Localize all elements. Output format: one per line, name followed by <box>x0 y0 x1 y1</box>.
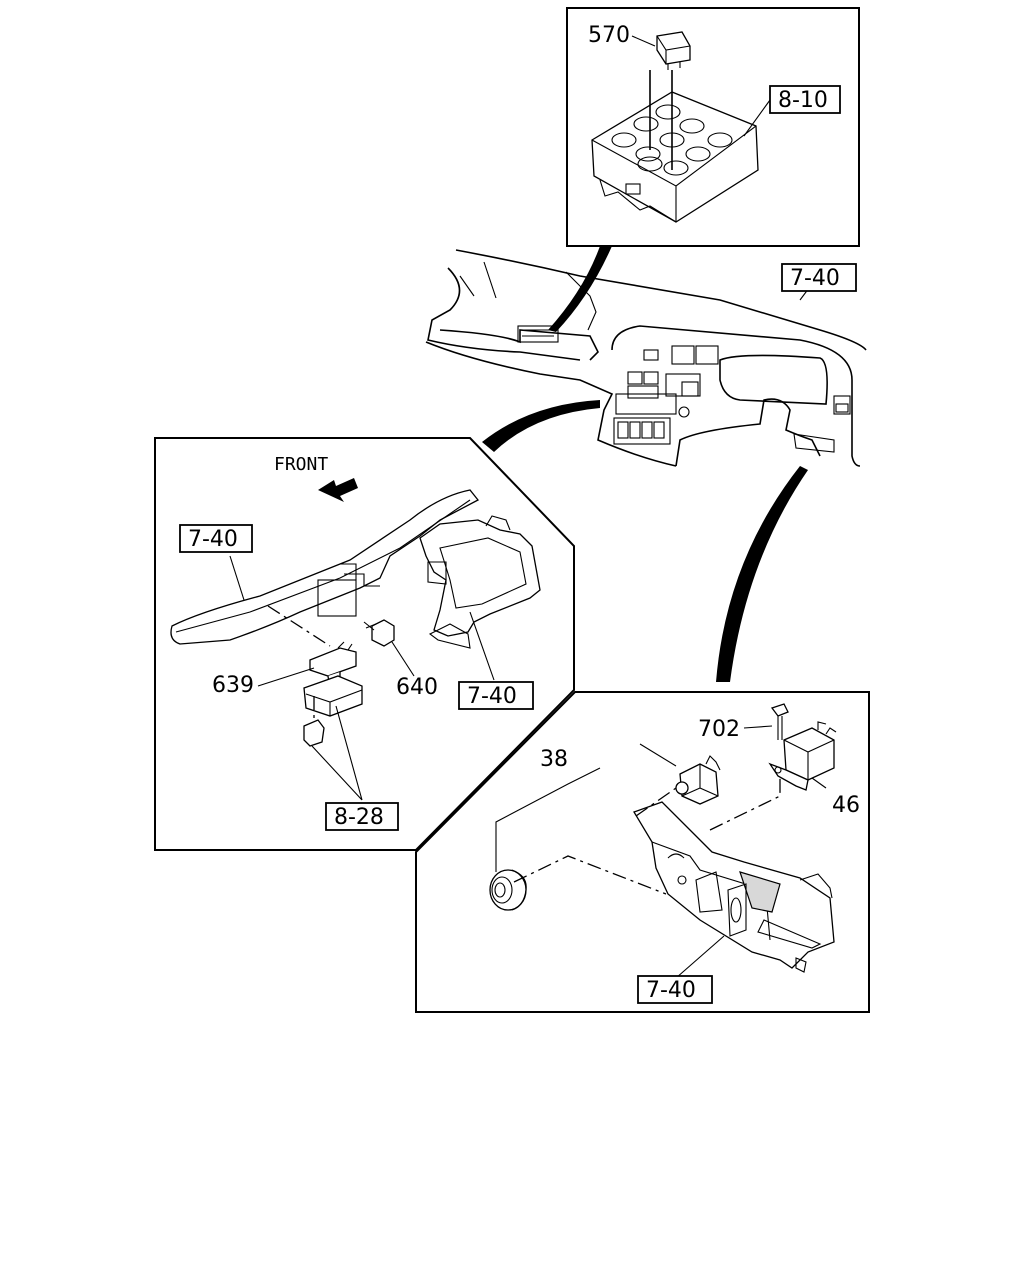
label-8-28: 8-28 <box>334 805 384 830</box>
pointer-left <box>482 400 600 452</box>
relay-570 <box>656 31 691 70</box>
bolt-702 <box>770 703 789 740</box>
ref-box-8-28 <box>325 802 399 831</box>
relay-box <box>591 70 759 223</box>
pointer-top <box>548 246 612 332</box>
label-7-40-left-a: 7-40 <box>188 527 238 552</box>
dashboard-overview: 7-40 <box>425 249 867 467</box>
label-570: 570 <box>588 23 630 48</box>
pointer-right <box>716 466 808 682</box>
label-38: 38 <box>540 747 568 772</box>
label-7-40-dash: 7-40 <box>790 266 840 291</box>
bolt-640 <box>363 619 395 647</box>
front-label: FRONT <box>274 454 328 475</box>
dash-switch-grid <box>613 345 851 445</box>
front-arrow-icon <box>318 478 358 502</box>
label-640: 640 <box>396 675 438 700</box>
label-702: 702 <box>698 717 740 742</box>
grommet <box>489 869 527 911</box>
ref-box-7-40-right <box>637 975 713 1004</box>
detail-right-relay-mount: 702 38 46 7-40 <box>415 691 870 1013</box>
label-46: 46 <box>832 793 860 818</box>
label-639: 639 <box>212 673 254 698</box>
label-7-40-left-b: 7-40 <box>467 684 517 709</box>
ref-box-7-40-dash <box>781 263 857 292</box>
detail-left-bracket: FRONT 7-40 63 <box>154 437 575 851</box>
ref-box-7-40-left-a <box>179 524 253 553</box>
detail-relay-block: 570 8-10 <box>566 7 860 247</box>
ref-box-7-40-left-b <box>458 681 534 710</box>
label-7-40-right: 7-40 <box>646 978 696 1003</box>
label-8-10: 8-10 <box>778 88 828 113</box>
ref-box-8-10 <box>769 85 841 114</box>
relay-46 <box>768 721 837 791</box>
